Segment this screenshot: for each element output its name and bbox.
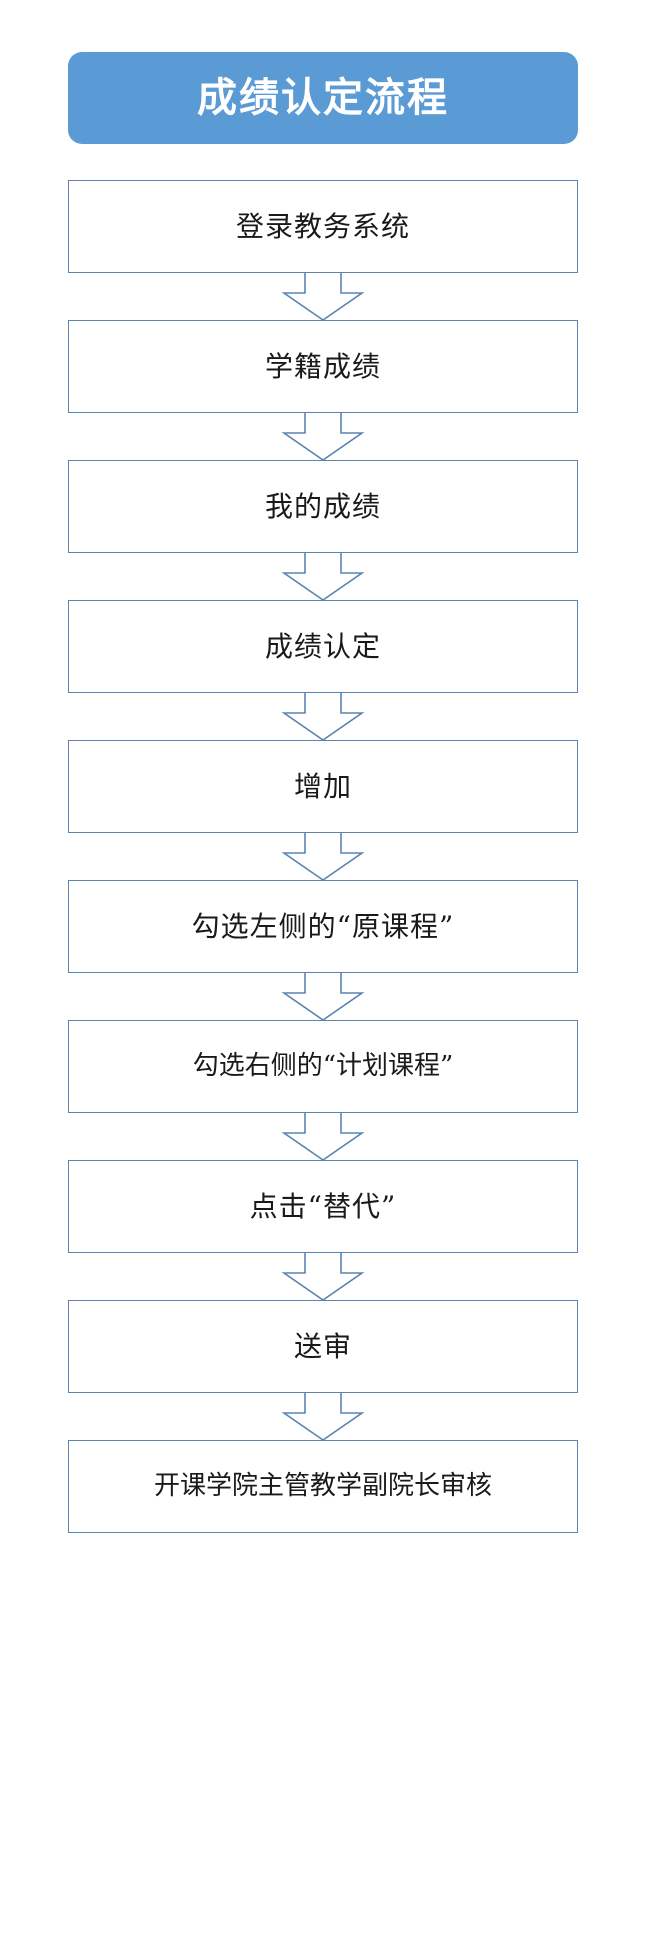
flow-step-box[interactable]: 送审 (68, 1300, 578, 1393)
flow-step-4: 成绩认定 (0, 600, 648, 693)
flow-connector-arrow (0, 553, 648, 600)
flow-connector-arrow (0, 273, 648, 320)
flow-connector-arrow (0, 833, 648, 880)
down-arrow-icon (281, 693, 365, 740)
down-arrow-icon (281, 833, 365, 880)
down-arrow-icon (281, 973, 365, 1020)
flow-step-label: 登录教务系统 (235, 209, 410, 243)
flow-step-label: 我的成绩 (264, 489, 381, 523)
down-arrow-icon (281, 1393, 365, 1440)
flow-step-box[interactable]: 成绩认定 (68, 600, 578, 693)
flow-step-label: 点击“替代” (249, 1189, 397, 1223)
flow-step-10: 开课学院主管教学副院长审核 (0, 1440, 648, 1533)
flow-step-9: 送审 (0, 1300, 648, 1393)
flow-step-box[interactable]: 我的成绩 (68, 460, 578, 553)
flow-connector-arrow (0, 973, 648, 1020)
flow-step-7: 勾选右侧的“计划课程” (0, 1020, 648, 1113)
down-arrow-icon (281, 273, 365, 320)
flowchart-title-banner: 成绩认定流程 (68, 52, 578, 144)
flow-step-box[interactable]: 增加 (68, 740, 578, 833)
flow-connector-arrow (0, 693, 648, 740)
down-arrow-icon (281, 553, 365, 600)
flow-step-label: 勾选右侧的“计划课程” (192, 1050, 454, 1081)
flow-step-label: 学籍成绩 (264, 349, 381, 383)
flow-step-1: 登录教务系统 (0, 180, 648, 273)
flow-connector-arrow (0, 1393, 648, 1440)
flow-step-box[interactable]: 勾选右侧的“计划课程” (68, 1020, 578, 1113)
down-arrow-icon (281, 1113, 365, 1160)
flow-step-label: 开课学院主管教学副院长审核 (153, 1470, 492, 1501)
flow-step-label: 勾选左侧的“原课程” (191, 909, 455, 943)
flow-connector-arrow (0, 1113, 648, 1160)
flow-step-box[interactable]: 登录教务系统 (68, 180, 578, 273)
flow-step-box[interactable]: 勾选左侧的“原课程” (68, 880, 578, 973)
down-arrow-icon (281, 413, 365, 460)
flow-step-5: 增加 (0, 740, 648, 833)
flow-step-3: 我的成绩 (0, 460, 648, 553)
flow-step-6: 勾选左侧的“原课程” (0, 880, 648, 973)
flow-step-label: 增加 (293, 769, 352, 803)
flow-step-box[interactable]: 学籍成绩 (68, 320, 578, 413)
flow-step-2: 学籍成绩 (0, 320, 648, 413)
flow-connector-arrow (0, 1253, 648, 1300)
flow-step-label: 成绩认定 (264, 629, 381, 663)
flow-connector-arrow (0, 413, 648, 460)
down-arrow-icon (281, 1253, 365, 1300)
flowchart-steps-container: 登录教务系统学籍成绩我的成绩成绩认定增加勾选左侧的“原课程” 勾选右侧的“计划课程… (0, 180, 648, 1533)
flow-step-8: 点击“替代” (0, 1160, 648, 1253)
flow-step-box[interactable]: 开课学院主管教学副院长审核 (68, 1440, 578, 1533)
flow-step-box[interactable]: 点击“替代” (68, 1160, 578, 1253)
page-title: 成绩认定流程 (197, 74, 449, 121)
flow-step-label: 送审 (293, 1329, 352, 1363)
